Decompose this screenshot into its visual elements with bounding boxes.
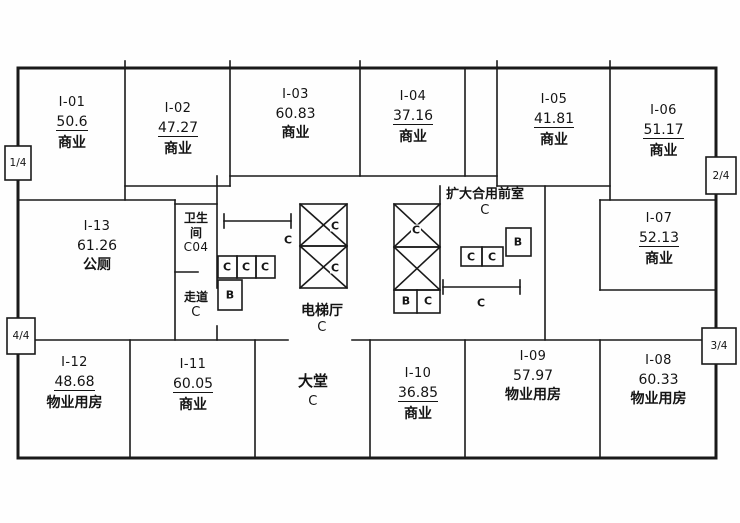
cell-label-c: C xyxy=(221,260,233,274)
elevator-shaft-left xyxy=(298,202,349,290)
shaft-label-c: C xyxy=(329,219,341,233)
section-marker-bottom-left: 4/4 xyxy=(12,330,30,342)
room-id: I-04 xyxy=(399,89,427,104)
service-cells xyxy=(217,227,532,311)
space-name: 卫生 xyxy=(183,211,208,225)
cell-label-c: C xyxy=(486,250,498,264)
room-area: 37.16 xyxy=(392,107,434,126)
room-area: 61.26 xyxy=(76,237,118,254)
room-label-i03: I-03 60.83 商业 xyxy=(232,88,359,141)
room-id: I-12 xyxy=(61,355,88,370)
room-area: 52.13 xyxy=(638,229,680,248)
elevator-shaft-right xyxy=(392,202,442,314)
space-name: 间 xyxy=(189,225,202,240)
cell-label-c: C xyxy=(240,260,252,274)
space-code: C xyxy=(308,393,318,409)
room-type: 商业 xyxy=(540,132,568,149)
room-id: I-13 xyxy=(83,219,111,234)
room-area: 60.33 xyxy=(638,371,679,388)
room-label-i13: I-13 61.26 公厕 xyxy=(20,220,174,273)
room-area: 48.68 xyxy=(54,373,95,392)
cell-label-c: C xyxy=(465,250,477,264)
space-name: 扩大合用前室 xyxy=(445,187,524,202)
room-label-i01: I-01 50.6 商业 xyxy=(20,96,124,151)
corridor-marks xyxy=(223,213,521,295)
corridor-label-c: C xyxy=(282,233,294,247)
room-id: I-09 xyxy=(519,349,547,364)
room-id: I-08 xyxy=(645,353,672,368)
shaft-label-c: C xyxy=(329,261,341,275)
room-id: I-11 xyxy=(179,357,207,372)
room-area: 41.81 xyxy=(533,110,575,129)
room-id: I-05 xyxy=(540,92,568,107)
room-label-i06: I-06 51.17 商业 xyxy=(612,104,715,159)
cell-label-b: B xyxy=(224,288,236,302)
room-area: 50.6 xyxy=(56,113,88,132)
cell-label-b: B xyxy=(400,294,412,308)
outer-wall xyxy=(16,60,718,460)
room-label-i10: I-10 36.85 商业 xyxy=(372,367,464,422)
space-name: 电梯厅 xyxy=(301,303,343,319)
cell-label-c: C xyxy=(422,294,434,308)
cell-label-c: C xyxy=(259,260,271,274)
room-type: 商业 xyxy=(645,251,673,268)
space-label-corridor: 走道 C xyxy=(176,291,216,319)
corridor-label-c: C xyxy=(475,296,487,310)
room-type: 公厕 xyxy=(83,257,111,274)
space-label-restroom: 卫生 间 C04 xyxy=(176,212,216,254)
room-label-i12: I-12 48.68 物业用房 xyxy=(20,356,129,411)
space-label-elevator-hall: 电梯厅 C xyxy=(278,304,366,334)
room-area: 51.17 xyxy=(643,121,684,140)
shaft-label-c: C xyxy=(410,223,422,237)
room-id: I-01 xyxy=(58,95,86,110)
space-code: C04 xyxy=(183,240,209,255)
room-type: 商业 xyxy=(281,125,310,142)
room-area: 36.85 xyxy=(397,384,439,403)
room-area: 60.05 xyxy=(172,375,214,394)
space-code: C xyxy=(191,304,201,320)
space-name: 大堂 xyxy=(297,372,328,390)
room-label-i07: I-07 52.13 商业 xyxy=(603,212,715,267)
room-type: 商业 xyxy=(179,397,207,414)
room-id: I-03 xyxy=(282,87,309,102)
interior-walls xyxy=(17,67,717,459)
section-marker-top-left: 1/4 xyxy=(9,157,27,169)
room-type: 商业 xyxy=(58,135,86,152)
room-type: 商业 xyxy=(164,141,192,158)
room-type: 物业用房 xyxy=(46,395,103,412)
room-type: 物业用房 xyxy=(505,387,561,404)
room-label-i05: I-05 41.81 商业 xyxy=(499,93,609,148)
room-area: 47.27 xyxy=(157,119,199,138)
room-type: 商业 xyxy=(649,143,678,160)
space-label-front-room: 扩大合用前室 C xyxy=(425,188,545,217)
space-name: 走道 xyxy=(183,290,208,304)
space-code: C xyxy=(317,319,327,335)
room-id: I-10 xyxy=(404,366,432,381)
room-label-i09: I-09 57.97 物业用房 xyxy=(467,350,599,403)
room-area: 57.97 xyxy=(512,367,554,384)
room-type: 商业 xyxy=(404,406,432,423)
section-marker-top-right: 2/4 xyxy=(712,170,730,182)
room-label-i11: I-11 60.05 商业 xyxy=(132,358,254,413)
room-label-i02: I-02 47.27 商业 xyxy=(127,102,229,157)
cell-label-b: B xyxy=(512,235,524,249)
space-code: C xyxy=(480,202,490,218)
room-id: I-07 xyxy=(645,211,673,226)
space-label-lobby: 大堂 C xyxy=(257,372,369,409)
room-id: I-06 xyxy=(650,103,677,118)
room-area: 60.83 xyxy=(275,105,316,122)
section-marker-boxes xyxy=(4,145,737,365)
room-label-i04: I-04 37.16 商业 xyxy=(362,90,464,145)
section-marker-bottom-right: 3/4 xyxy=(710,340,728,352)
room-label-i08: I-08 60.33 物业用房 xyxy=(602,354,715,407)
room-type: 商业 xyxy=(399,129,427,146)
room-id: I-02 xyxy=(164,101,192,116)
room-type: 物业用房 xyxy=(630,391,687,408)
